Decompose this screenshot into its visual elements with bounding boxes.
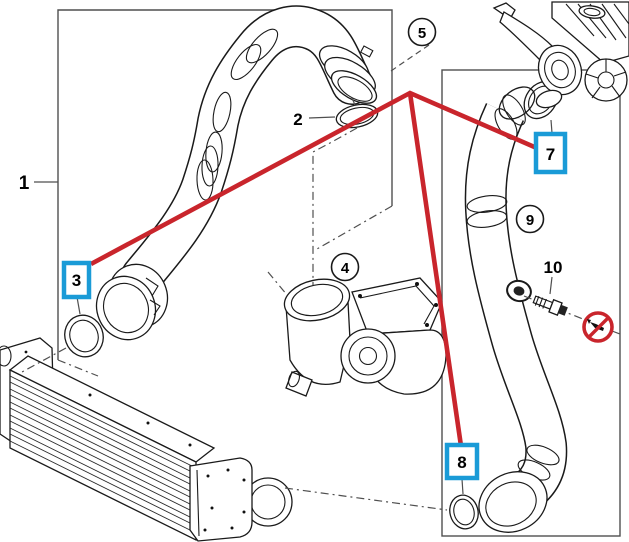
turbocharger (283, 277, 447, 397)
callout-3[interactable]: 3 (61, 260, 92, 315)
hose-coupling (95, 263, 169, 341)
o-ring-2 (312, 97, 379, 285)
callout-1[interactable]: 1 (19, 173, 58, 194)
callout-1-label: 1 (19, 173, 30, 194)
callout-2[interactable]: 2 (293, 110, 336, 129)
callout-3-label: 3 (72, 271, 81, 290)
o-ring-8 (449, 478, 479, 530)
o-ring-3 (21, 314, 104, 373)
prohibited-icon (582, 311, 614, 343)
callout-5[interactable]: 5 (387, 17, 437, 74)
hose-clamp-5 (318, 45, 378, 104)
intercooler (0, 337, 448, 542)
callout-9[interactable]: 9 (515, 204, 545, 234)
callout-7-label: 7 (546, 145, 555, 164)
callout-5-label: 5 (418, 25, 426, 42)
charge-air-pipe (464, 86, 568, 533)
callout-8[interactable]: 8 (444, 442, 480, 481)
callout-2-label: 2 (293, 110, 302, 129)
callout-10-label: 10 (544, 258, 563, 277)
callout-4[interactable]: 4 (330, 252, 360, 282)
callout-8-label: 8 (457, 453, 466, 472)
callout-4-label: 4 (341, 260, 350, 277)
intercooler-fins (9, 375, 197, 534)
callout-7[interactable]: 7 (533, 131, 568, 175)
callout-10[interactable]: 10 (544, 258, 563, 295)
throttle-body (492, 1, 629, 109)
highlight-connectors (89, 90, 540, 447)
screw-10 (523, 295, 621, 335)
callout-9-label: 9 (526, 212, 534, 229)
